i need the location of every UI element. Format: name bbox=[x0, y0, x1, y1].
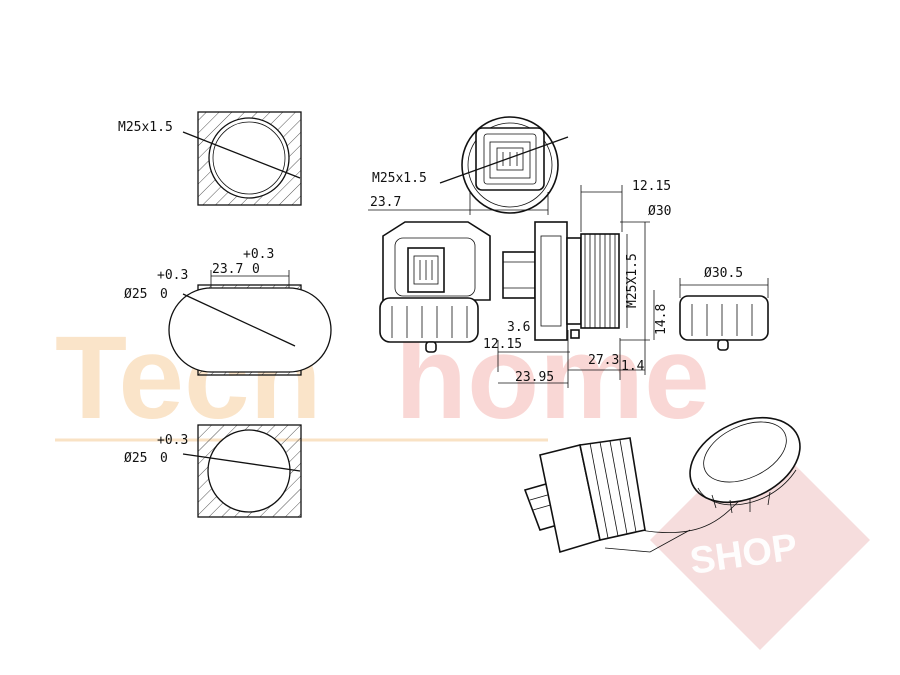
cutout-flat: 23.7 0 +0.3 +0.3 Ø25 0 bbox=[124, 247, 332, 376]
side-dim-1215-low: 12.15 bbox=[483, 337, 522, 352]
cutout-bot-diameter-tol-lower: 0 bbox=[160, 451, 168, 466]
cap-diameter: Ø30.5 bbox=[704, 266, 743, 281]
cutout-mid-width-tol-lower: 0 bbox=[252, 262, 260, 277]
cutout-top-thread-label: M25x1.5 bbox=[118, 120, 173, 135]
side-dim-36: 3.6 bbox=[507, 320, 530, 335]
side-dim-2395: 23.95 bbox=[515, 370, 554, 385]
cutout-round: +0.3 Ø25 0 bbox=[124, 424, 302, 518]
front-view-thread: M25x1.5 bbox=[372, 171, 427, 186]
cap-view: Ø30.5 bbox=[679, 266, 769, 351]
front-oblique-view bbox=[379, 221, 491, 353]
isometric-view bbox=[523, 416, 801, 554]
side-dim-273: 27.3 bbox=[588, 353, 619, 368]
cutout-bot-diameter: Ø25 bbox=[124, 451, 147, 466]
front-view: M25x1.5 23.7 bbox=[368, 116, 569, 215]
front-view-flat-width: 23.7 bbox=[370, 195, 401, 210]
cutout-mid-diameter-tol-upper: +0.3 bbox=[157, 268, 188, 283]
side-dim-top: 12.15 bbox=[632, 179, 671, 194]
side-dim-148: 14.8 bbox=[654, 304, 669, 335]
cutout-mid-diameter-tol-lower: 0 bbox=[160, 287, 168, 302]
cutout-mid-width-tol-upper: +0.3 bbox=[243, 247, 274, 262]
side-dim-flange: Ø30 bbox=[648, 204, 671, 219]
cutout-bot-diameter-tol-upper: +0.3 bbox=[157, 433, 188, 448]
cutout-mid-width: 23.7 bbox=[212, 262, 243, 277]
side-dim-14: 1.4 bbox=[621, 359, 645, 374]
cutout-mid-diameter: Ø25 bbox=[124, 287, 147, 302]
side-view: 12.15 Ø30 M25X1.5 14.8 3.6 12.15 27.3 1.… bbox=[483, 179, 671, 388]
side-thread-label: M25X1.5 bbox=[625, 253, 640, 308]
cutout-threaded: M25x1.5 bbox=[118, 111, 302, 206]
